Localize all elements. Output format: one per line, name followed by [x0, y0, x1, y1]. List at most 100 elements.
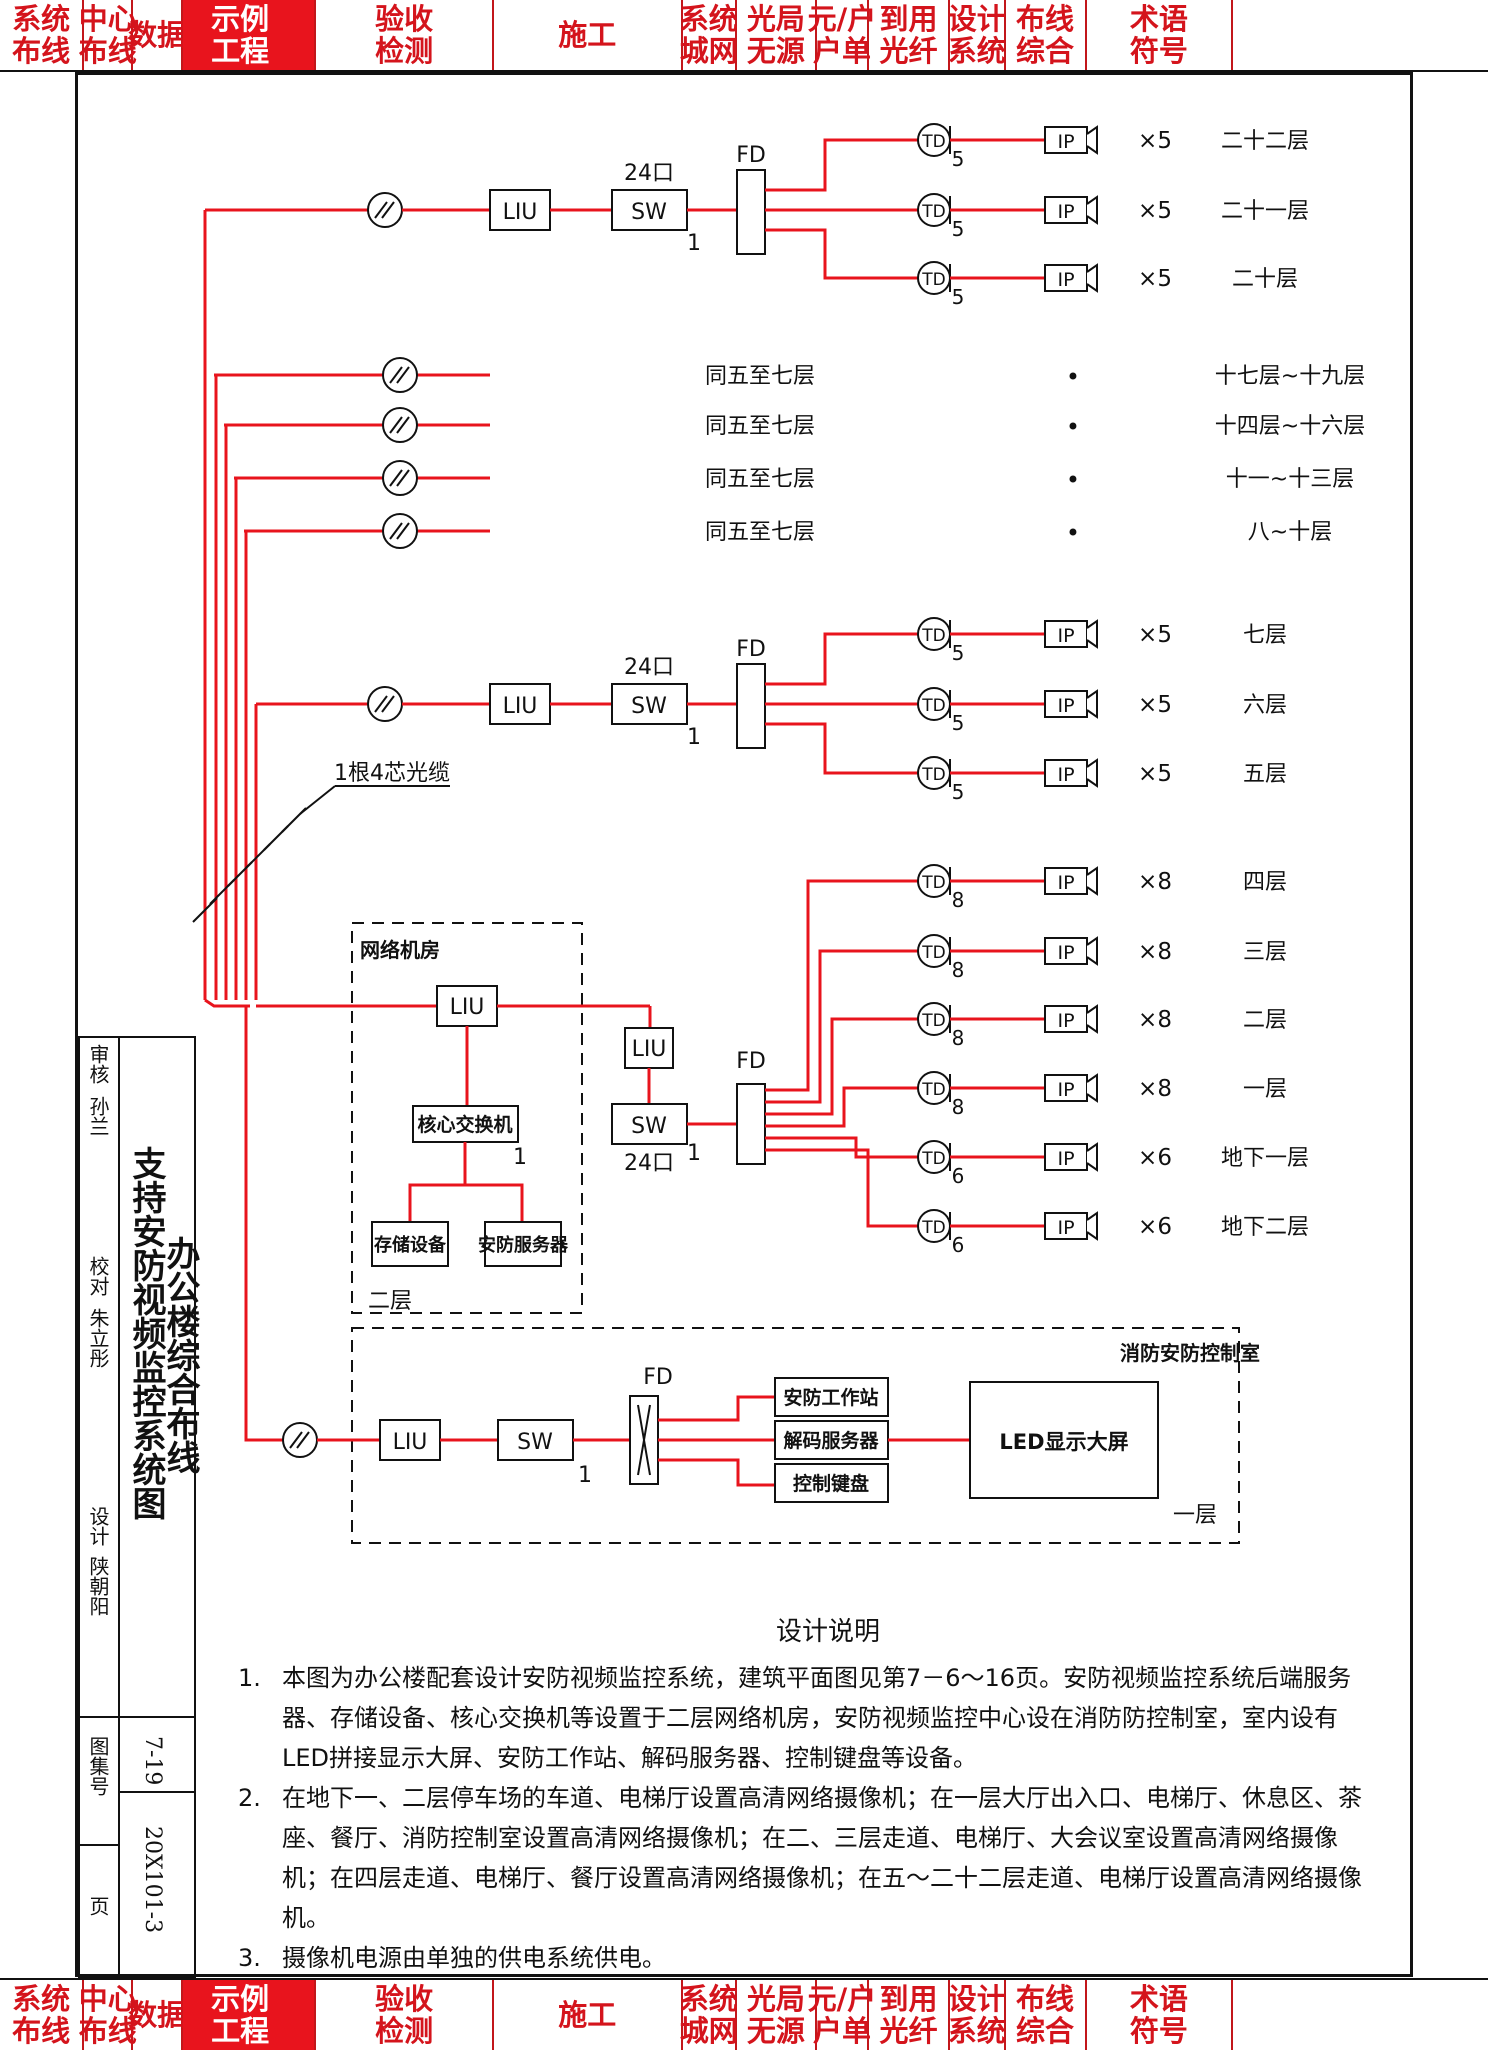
nav-tab[interactable]: 中心 布线: [78, 1980, 137, 2050]
workstation-label: 安防工作站: [783, 1386, 878, 1409]
td-count: 5: [952, 641, 965, 665]
wire: [658, 1395, 775, 1422]
switch-box: [611, 1103, 688, 1145]
nav-tab[interactable]: 光局 无源: [737, 0, 817, 70]
camera-lens-icon: [1086, 125, 1098, 155]
note-number: 2.: [238, 1784, 261, 1812]
floor-label: 三层: [1243, 940, 1287, 965]
splice-mark: [396, 469, 410, 487]
fiber-splice-icon: [382, 460, 418, 496]
nav-tab[interactable]: 布线 综合: [1006, 0, 1087, 70]
designer-name: 陕朝阳: [86, 1556, 110, 1616]
nav-tab[interactable]: 术语 符号: [1087, 0, 1234, 70]
nav-tab[interactable]: 系统 布线: [0, 1980, 85, 2050]
camera-multiplier: ×8: [1138, 939, 1172, 965]
nav-tab[interactable]: 设计 系统: [947, 0, 1006, 70]
notes-title: 设计说明: [775, 1617, 880, 1647]
floor-label: 二层: [368, 1289, 412, 1314]
switch-label: SW: [631, 1114, 667, 1139]
core-switch-box: [412, 1105, 519, 1143]
ip-label: IP: [1057, 201, 1074, 223]
floor-label: 六层: [1243, 693, 1287, 718]
nav-tab[interactable]: 布线 综合: [1006, 1980, 1087, 2050]
floor-range-label: 十四层~十六层: [1215, 414, 1365, 439]
fd-label: FD: [736, 1049, 766, 1074]
nav-tab[interactable]: 施工: [494, 0, 683, 70]
nav-tab[interactable]: 数据: [128, 0, 186, 70]
nav-tab[interactable]: 到用 光纤: [869, 0, 951, 70]
wire: [765, 1136, 918, 1159]
nav-tab[interactable]: 施工: [494, 1980, 683, 2050]
note-text: 摄像机电源由单独的供电系统供电。: [282, 1944, 666, 1972]
nav-tab[interactable]: 元/户 户单: [807, 0, 877, 70]
floor-label: 二层: [1243, 1008, 1287, 1033]
fd-mark: [637, 1404, 651, 1476]
floor-label: 四层: [1243, 870, 1287, 895]
nav-tab[interactable]: 术语 符号: [1087, 1980, 1234, 2050]
nav-tab[interactable]: 到用 光纤: [869, 1980, 951, 2050]
td-label: TD: [921, 943, 945, 963]
fiber-splice-icon: [367, 192, 403, 228]
td-label: TD: [921, 765, 945, 785]
wire: [765, 1148, 918, 1228]
note-text: 在地下一、二层停车场的车道、电梯厅设置高清网络摄像机；在一层大厅出入口、电梯厅、…: [282, 1784, 1362, 1932]
td-count: 5: [952, 780, 965, 804]
nav-tab[interactable]: 元/户 户单: [807, 1980, 877, 2050]
led-screen-box: [969, 1381, 1159, 1499]
fd-box: [629, 1395, 659, 1485]
note-text: 本图为办公楼配套设计安防视频监控系统，建筑平面图见第7－6～16页。安防视频监控…: [282, 1664, 1352, 1772]
wire: [463, 1142, 524, 1222]
fd-box: [736, 1083, 766, 1165]
nav-tab[interactable]: 示例 工程: [183, 1980, 317, 2050]
nav-tab[interactable]: 示例 工程: [183, 0, 317, 70]
nav-tab[interactable]: 光局 无源: [737, 1980, 817, 2050]
review-label: 审核: [86, 1044, 110, 1084]
wire: [204, 998, 250, 1008]
wire: [765, 228, 918, 280]
continuation-dot: •: [1066, 466, 1080, 494]
port-number: 1: [687, 231, 701, 256]
nav-tab[interactable]: 设计 系统: [947, 1980, 1006, 2050]
wire: [765, 1017, 918, 1116]
workstation-box: [774, 1377, 889, 1417]
port-number: 1: [513, 1145, 527, 1170]
core-switch-label: 核心交换机: [417, 1113, 512, 1136]
nav-tab[interactable]: 验收 检测: [316, 1980, 494, 2050]
camera-lens-icon: [1086, 1142, 1098, 1172]
nav-tab[interactable]: 中心 布线: [78, 0, 137, 70]
note-number: 1.: [238, 1664, 261, 1692]
wire: [765, 949, 918, 1104]
td-label: TD: [921, 1149, 945, 1169]
splice-mark: [374, 695, 388, 713]
drawing-title-line-2: 支持安防视频监控系统图: [126, 1146, 166, 1520]
security-server-box: [484, 1221, 562, 1267]
ip-camera-icon: [1044, 1212, 1088, 1240]
td-label: TD: [921, 873, 945, 893]
nav-tab[interactable]: 系统 城网: [679, 1980, 738, 2050]
keyboard-label: 控制键盘: [793, 1472, 869, 1495]
switch-box: [611, 683, 688, 725]
nav-tab[interactable]: 验收 检测: [316, 0, 494, 70]
same-as-text: 同五至七层: [705, 467, 815, 492]
drawing-title-line-1: 办公楼综合布线: [160, 1236, 200, 1474]
floor-range-label: 八~十层: [1248, 520, 1332, 545]
nav-tab[interactable]: 系统 布线: [0, 0, 85, 70]
same-as-text: 同五至七层: [705, 520, 815, 545]
camera-lens-icon: [1086, 758, 1098, 788]
ip-camera-icon: [1044, 1005, 1088, 1033]
fiber-splice-icon: [382, 407, 418, 443]
ip-label: IP: [1057, 764, 1074, 786]
check-label: 校对: [86, 1256, 110, 1296]
bottom-nav-bar: 系统 布线中心 布线数据示例 工程验收 检测施工系统 城网光局 无源元/户 户单…: [0, 1978, 1488, 2050]
td-count: 5: [952, 285, 965, 309]
camera-multiplier: ×6: [1138, 1214, 1172, 1240]
liu-box: [489, 683, 551, 725]
camera-multiplier: ×5: [1138, 128, 1172, 154]
floor-label: 地下二层: [1221, 1215, 1309, 1240]
camera-lens-icon: [1086, 1211, 1098, 1241]
atlas-number: 20X101-3: [140, 1826, 165, 1934]
nav-tab[interactable]: 数据: [128, 1980, 186, 2050]
nav-tab[interactable]: 系统 城网: [679, 0, 738, 70]
keyboard-box: [774, 1463, 889, 1503]
